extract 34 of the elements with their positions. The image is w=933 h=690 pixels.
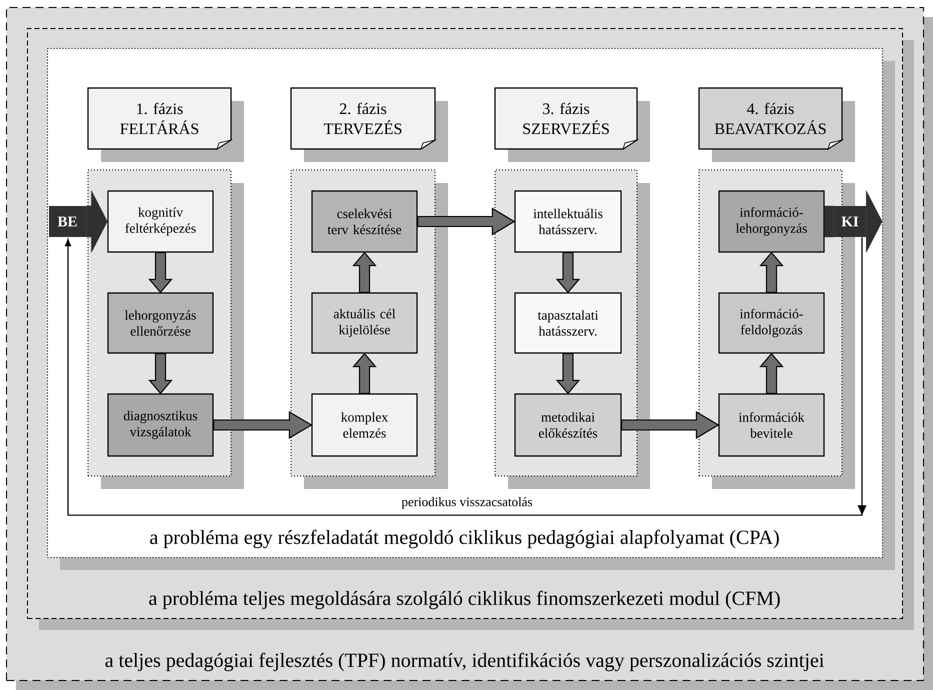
step-box: aktuális cél kijelölése <box>311 292 418 354</box>
step-box: metodikai előkészítés <box>514 393 622 457</box>
arrow <box>352 252 377 293</box>
step-box: cselekvési terv készítése <box>311 190 418 253</box>
phase-note: 4. fázis BEAVATKOZÁS <box>698 87 856 162</box>
arrow <box>759 352 784 394</box>
arrow <box>148 252 173 294</box>
node-label: KI <box>842 216 858 226</box>
step-box: komplex elemzés <box>311 393 418 457</box>
arrow <box>621 411 720 439</box>
feedback-arrow <box>64 237 867 516</box>
arrow <box>417 208 516 236</box>
step-box: intellektuális hatásszerv. <box>514 190 622 253</box>
step-box: információk bevitele <box>718 393 825 457</box>
arrow <box>213 411 312 439</box>
arrow <box>86 190 108 253</box>
arrow <box>352 352 377 394</box>
arrow <box>759 252 784 293</box>
step-box: tapasztalati hatásszerv. <box>514 292 622 354</box>
phase-note: 1. fázis FELTÁRÁS <box>87 87 244 162</box>
arrow <box>556 252 580 294</box>
arrow <box>148 353 173 394</box>
arrow <box>556 353 580 394</box>
edge-label: periodikus visszacsatolás <box>400 496 534 510</box>
step-box: kognitív feltérképezés <box>107 190 214 253</box>
step-box: információ-feldolgozás <box>718 292 825 354</box>
step-box: lehorgonyzás ellenőrzése <box>107 292 214 354</box>
arrow <box>824 206 834 238</box>
phase-note: 3. fázis SZERVEZÉS <box>494 87 650 162</box>
phase-note: 2. fázis TERVEZÉS <box>290 87 448 162</box>
step-box: diagnosztikus vizsgálatok <box>107 393 214 457</box>
node-label: BE <box>58 216 77 226</box>
arrow <box>866 190 882 253</box>
step-box: információ-lehorgonyzás <box>718 190 825 253</box>
